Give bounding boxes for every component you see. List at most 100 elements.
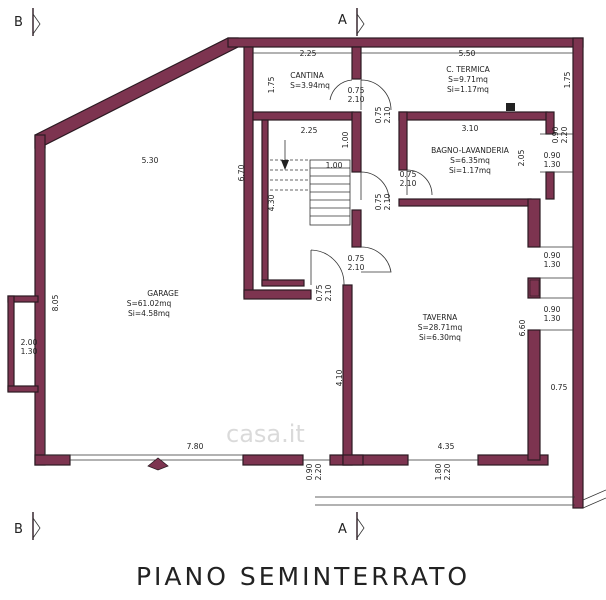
dim-label: 3.10 xyxy=(462,124,479,133)
dim-label: 2.10 xyxy=(383,106,392,123)
room-name-termica: C. TERMICA xyxy=(446,65,490,74)
room-area-taverna: S=28.71mq xyxy=(418,323,463,332)
room-labels: GARAGE S=61.02mq Si=4.58mq CANTINA S=3.9… xyxy=(127,65,510,342)
dim-label: 0.75 xyxy=(374,106,383,123)
dim-label: 0.90 xyxy=(544,251,561,260)
room-name-cantina: CANTINA xyxy=(290,71,324,80)
room-si-termica: Si=1.17mq xyxy=(447,85,489,94)
dim-label: 2.10 xyxy=(400,179,417,188)
dim-label: 2.20 xyxy=(443,463,452,480)
dim-label: 4.10 xyxy=(335,369,344,386)
dim-label: 2.25 xyxy=(300,49,317,58)
wall-taverna-right-c xyxy=(527,329,541,461)
dim-label: 2.05 xyxy=(517,149,526,166)
wall-bagno-bottom xyxy=(398,198,532,207)
wall-bagno-left xyxy=(398,111,408,171)
dim-label: 1.00 xyxy=(341,131,350,148)
garage-gate-icon xyxy=(147,457,169,471)
dim-label: 5.30 xyxy=(142,156,159,165)
dim-label: 6.60 xyxy=(518,319,527,336)
dim-label: 0.90 xyxy=(305,463,314,480)
dim-label: 8.05 xyxy=(51,294,60,311)
wall-stair-right-a xyxy=(351,111,362,173)
wall-taverna-left xyxy=(342,284,353,466)
bay-bottom xyxy=(7,385,39,393)
wall-taverna-corner xyxy=(342,454,364,466)
section-mark-b-bottom: B xyxy=(14,522,23,537)
wall-stair-bottom xyxy=(243,289,312,300)
glazing-lines xyxy=(44,52,606,509)
wall-termica-bottom xyxy=(398,111,548,121)
stair-arrow-icon xyxy=(281,160,289,170)
dim-label: 1.30 xyxy=(544,160,561,169)
dim-label: 1.75 xyxy=(563,71,572,88)
wall-cantina-bottom xyxy=(252,111,354,121)
watermark-text: casa.it xyxy=(226,420,305,448)
dim-label: 0.90 xyxy=(544,151,561,160)
dim-label: 1.30 xyxy=(544,260,561,269)
plan-title: PIANO SEMINTERRATO xyxy=(135,562,471,591)
dim-label: 0.75 xyxy=(315,284,324,301)
dim-label: 0.90 xyxy=(551,126,560,143)
wall-diagonal xyxy=(34,37,239,149)
room-area-garage: S=61.02mq xyxy=(127,299,172,308)
staircase xyxy=(270,140,351,226)
dim-label: 2.10 xyxy=(324,284,333,301)
wall-right xyxy=(572,37,584,509)
section-mark-b-top: B xyxy=(14,15,23,30)
section-markers: B A B A xyxy=(14,8,365,540)
dim-label: 7.80 xyxy=(187,442,204,451)
door-cantina-icon xyxy=(329,79,353,101)
wall-bottom-a xyxy=(34,454,71,466)
door-taverna-icon xyxy=(360,246,392,273)
dim-label: 0.90 xyxy=(544,305,561,314)
dim-label: 1.80 xyxy=(434,463,443,480)
dim-label: 2.10 xyxy=(348,263,365,272)
dim-label: 1.30 xyxy=(544,314,561,323)
dim-label: 1.75 xyxy=(267,76,276,93)
pillar xyxy=(529,279,540,297)
dim-label: 6.70 xyxy=(237,164,246,181)
room-name-garage: GARAGE xyxy=(147,289,179,298)
wall-cantina-termica xyxy=(351,46,362,80)
wall-bottom-b xyxy=(242,454,304,466)
door-stair-icon xyxy=(360,171,390,201)
dim-label: 2.20 xyxy=(314,463,323,480)
section-mark-a-top: A xyxy=(338,13,347,28)
wall-bottom-c xyxy=(329,454,409,466)
dim-label: 2.10 xyxy=(383,193,392,210)
dim-label: 4.35 xyxy=(438,442,455,451)
dim-label: 0.75 xyxy=(400,170,417,179)
dim-label: 0.75 xyxy=(374,193,383,210)
section-mark-a-bottom: A xyxy=(338,522,347,537)
wall-top xyxy=(227,37,584,48)
dim-label: 0.75 xyxy=(348,254,365,263)
room-name-taverna: TAVERNA xyxy=(422,313,458,322)
room-name-bagno: BAGNO-LAVANDERIA xyxy=(431,146,510,155)
room-si-taverna: Si=6.30mq xyxy=(419,333,461,342)
dim-label: 0.75 xyxy=(348,86,365,95)
dim-label: 5.50 xyxy=(459,49,476,58)
wall-taverna-right-a xyxy=(527,198,541,248)
room-si-garage: Si=4.58mq xyxy=(128,309,170,318)
dim-label: 1.00 xyxy=(326,161,343,170)
wall-bagno-right-b xyxy=(545,171,555,200)
doors xyxy=(147,79,540,471)
door-termica-icon xyxy=(360,79,392,111)
dim-label: 1.30 xyxy=(21,347,38,356)
wall-stair-inner-bottom xyxy=(261,279,305,287)
dimension-labels: 2.25 5.50 1.75 1.75 0.75 2.10 0.75 2.10 … xyxy=(21,49,572,480)
wall-stair-right-b xyxy=(351,209,362,248)
walls xyxy=(7,37,584,509)
bay-left xyxy=(7,295,15,392)
door-garage-icon xyxy=(310,249,345,286)
boiler-icon xyxy=(506,103,515,111)
door-bagno-icon xyxy=(406,169,433,196)
dim-label: 0.75 xyxy=(551,383,568,392)
dim-label: 2.25 xyxy=(301,126,318,135)
room-area-termica: S=9.71mq xyxy=(448,75,488,84)
dim-label: 2.10 xyxy=(348,95,365,104)
room-si-bagno: Si=1.17mq xyxy=(449,166,491,175)
